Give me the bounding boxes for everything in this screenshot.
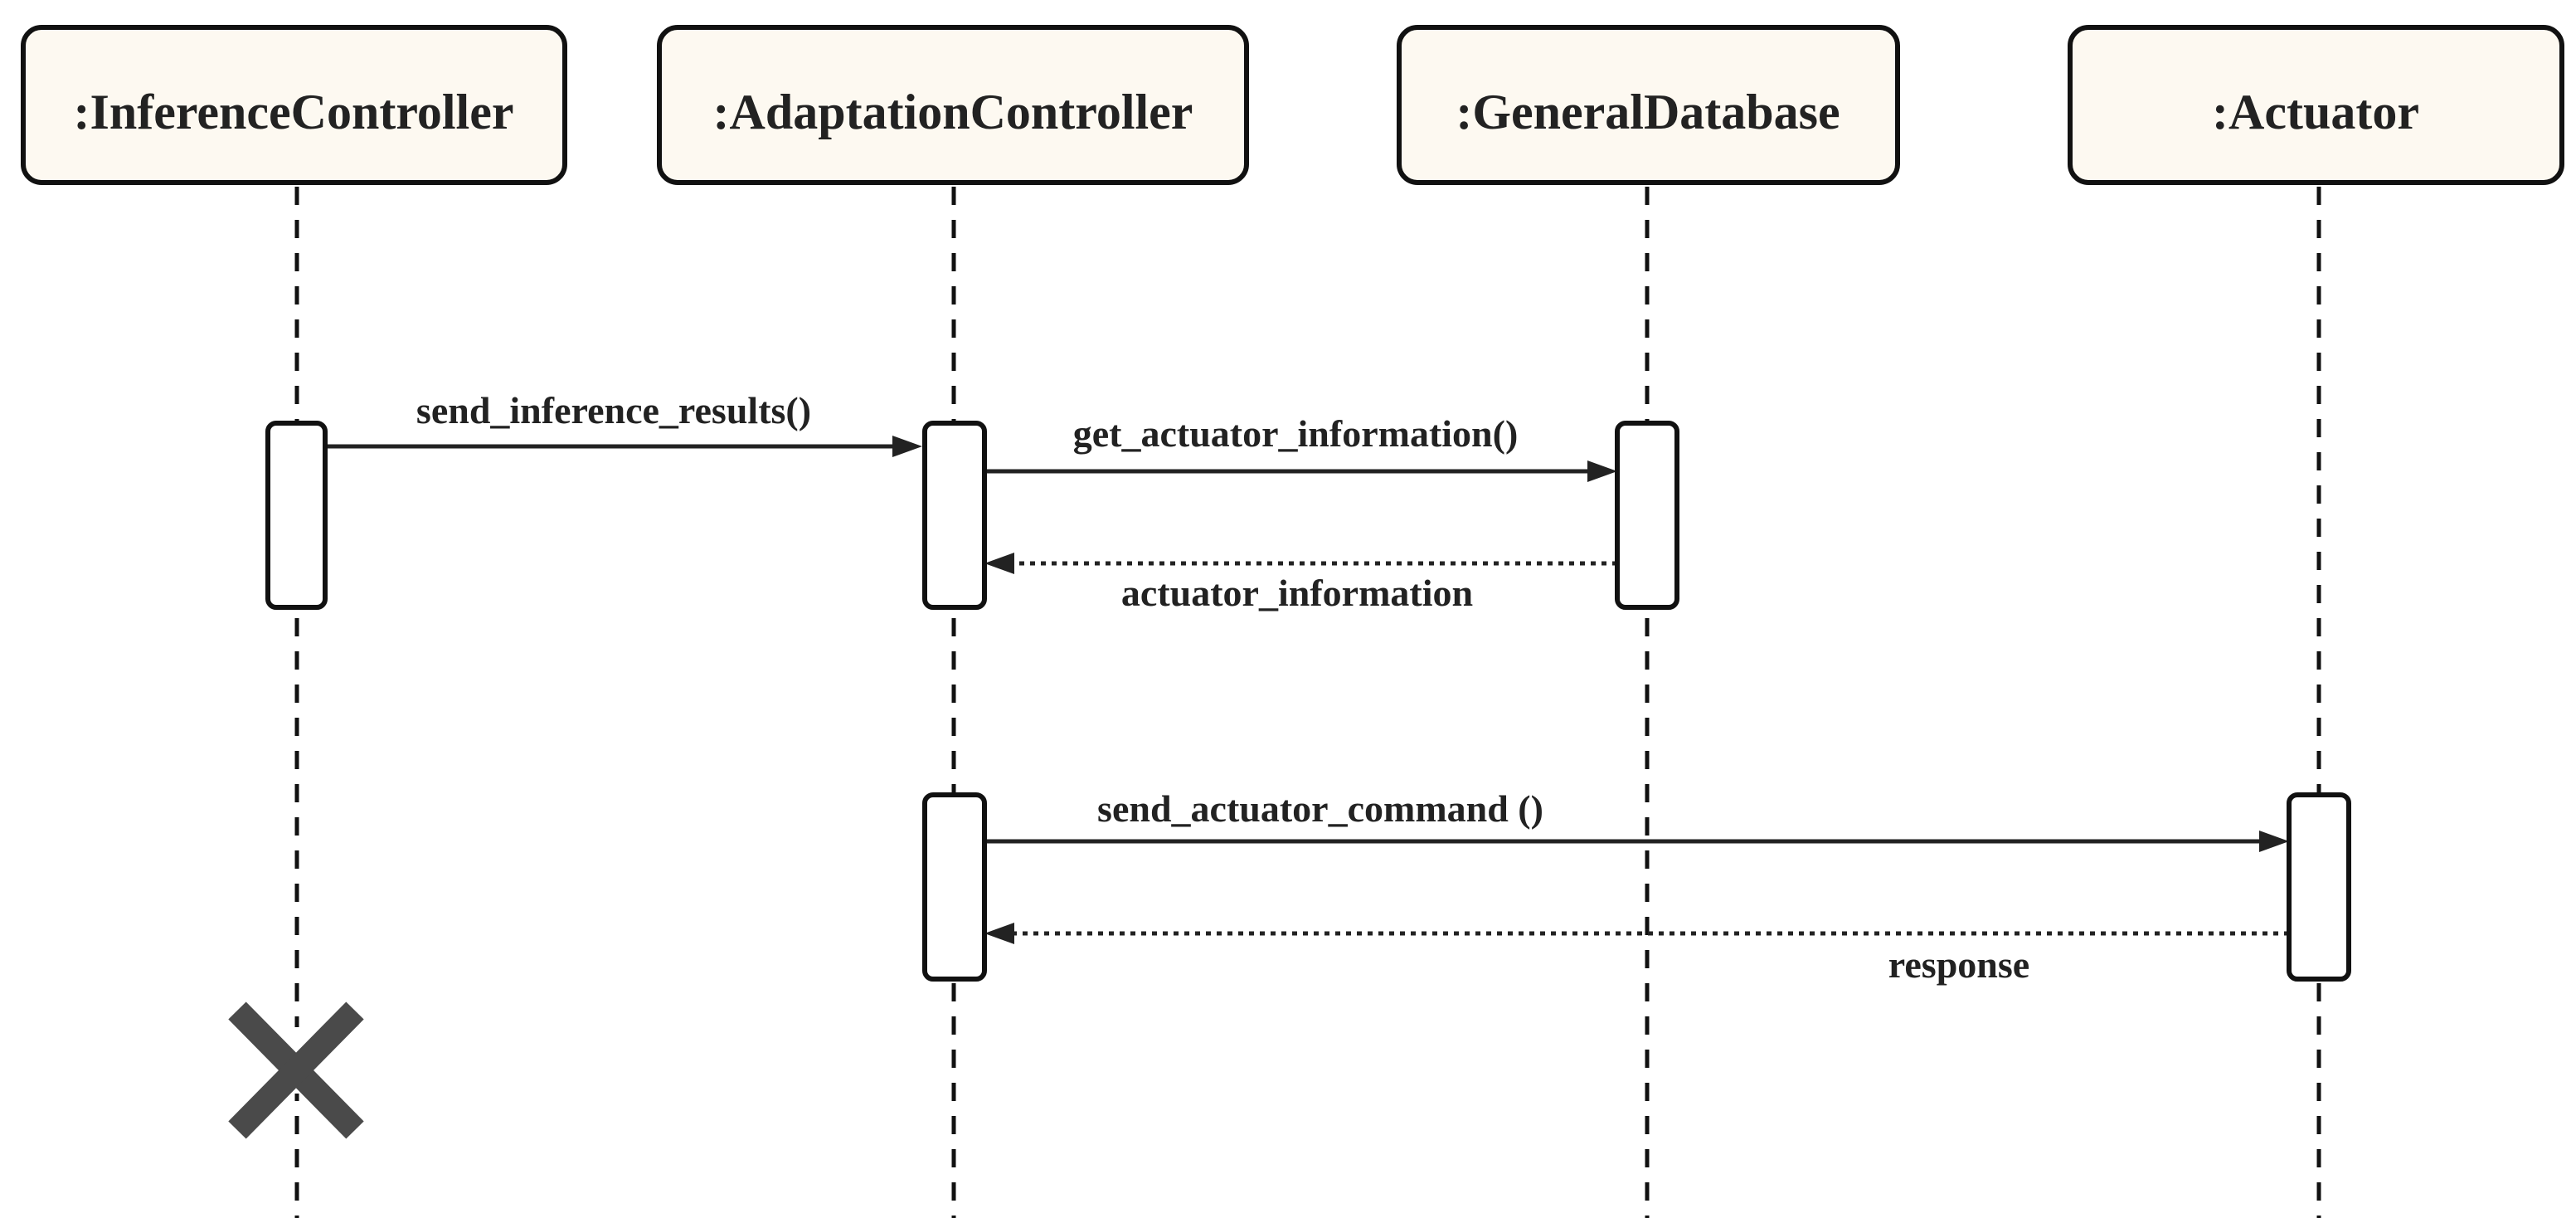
lifeline-database-label: :GeneralDatabase [1456, 85, 1840, 139]
arrowhead-icon [984, 553, 1014, 574]
lifeline-adaptation-label: :AdaptationController [713, 85, 1193, 139]
arrowhead-icon [2259, 831, 2289, 852]
message-send-actuator-command: send_actuator_command () [984, 787, 2289, 852]
lifeline-inference-label: :InferenceController [74, 85, 514, 139]
lifeline-actuator: :Actuator [2068, 25, 2564, 185]
message-label: get_actuator_information() [1073, 412, 1519, 455]
lifeline-actuator-label: :Actuator [2212, 85, 2419, 139]
message-response: response [984, 923, 2289, 986]
arrowhead-icon [892, 436, 922, 457]
lifeline-adaptation: :AdaptationController [657, 25, 1249, 185]
destroy-x-icon [228, 1001, 364, 1139]
message-label: actuator_information [1121, 572, 1473, 614]
message-send-inference-results: send_inference_results() [325, 389, 922, 457]
message-get-actuator-information: get_actuator_information() [984, 412, 1617, 482]
activation-database [1615, 421, 1679, 610]
activation-actuator [2287, 792, 2351, 982]
activation-adaptation-1 [922, 421, 987, 610]
message-label: response [1888, 943, 2029, 986]
activation-inference [265, 421, 328, 610]
lifeline-database: :GeneralDatabase [1397, 25, 1900, 185]
message-label: send_inference_results() [416, 389, 811, 431]
arrowhead-icon [984, 923, 1014, 944]
arrowhead-icon [1587, 460, 1617, 482]
message-actuator-information: actuator_information [984, 553, 1617, 614]
message-label: send_actuator_command () [1097, 787, 1543, 830]
lifeline-inference: :InferenceController [21, 25, 567, 185]
activation-adaptation-2 [922, 792, 987, 982]
